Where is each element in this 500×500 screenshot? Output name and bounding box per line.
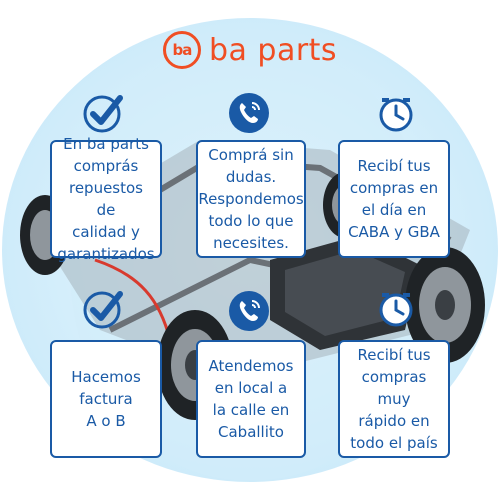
phone-icon xyxy=(229,291,269,331)
feature-text: Hacemos factura A o B xyxy=(71,368,141,430)
feature-card-shipping: Recibí tus compras muy rápido en todo el… xyxy=(338,340,450,458)
feature-card-store: Atendemos en local a la calle en Caballi… xyxy=(196,340,306,458)
feature-text: En ba parts comprás repuestos de calidad… xyxy=(57,135,155,263)
brand-logo: ba xyxy=(162,31,201,69)
brand-name: ba parts xyxy=(208,32,338,68)
clock-icon xyxy=(379,293,413,327)
phone-icon xyxy=(229,93,269,133)
feature-card-questions: Comprá sin dudas. Respondemos todo lo qu… xyxy=(196,140,306,258)
check-icon xyxy=(83,95,123,133)
feature-card-quality: En ba parts comprás repuestos de calidad… xyxy=(50,135,162,263)
check-icon xyxy=(83,291,123,329)
brand-header: ba ba parts xyxy=(0,28,500,72)
feature-card-same-day: Recibí tus compras en el día en CABA y G… xyxy=(338,140,450,258)
logo-text: ba xyxy=(172,41,193,59)
clock-icon xyxy=(379,98,413,132)
feature-text: Comprá sin dudas. Respondemos todo lo qu… xyxy=(198,146,304,252)
feature-text: Recibí tus compras en el día en CABA y G… xyxy=(348,157,440,241)
feature-text: Recibí tus compras muy rápido en todo el… xyxy=(350,346,438,452)
feature-text: Atendemos en local a la calle en Caballi… xyxy=(208,357,294,441)
feature-card-invoice: Hacemos factura A o B xyxy=(50,340,162,458)
